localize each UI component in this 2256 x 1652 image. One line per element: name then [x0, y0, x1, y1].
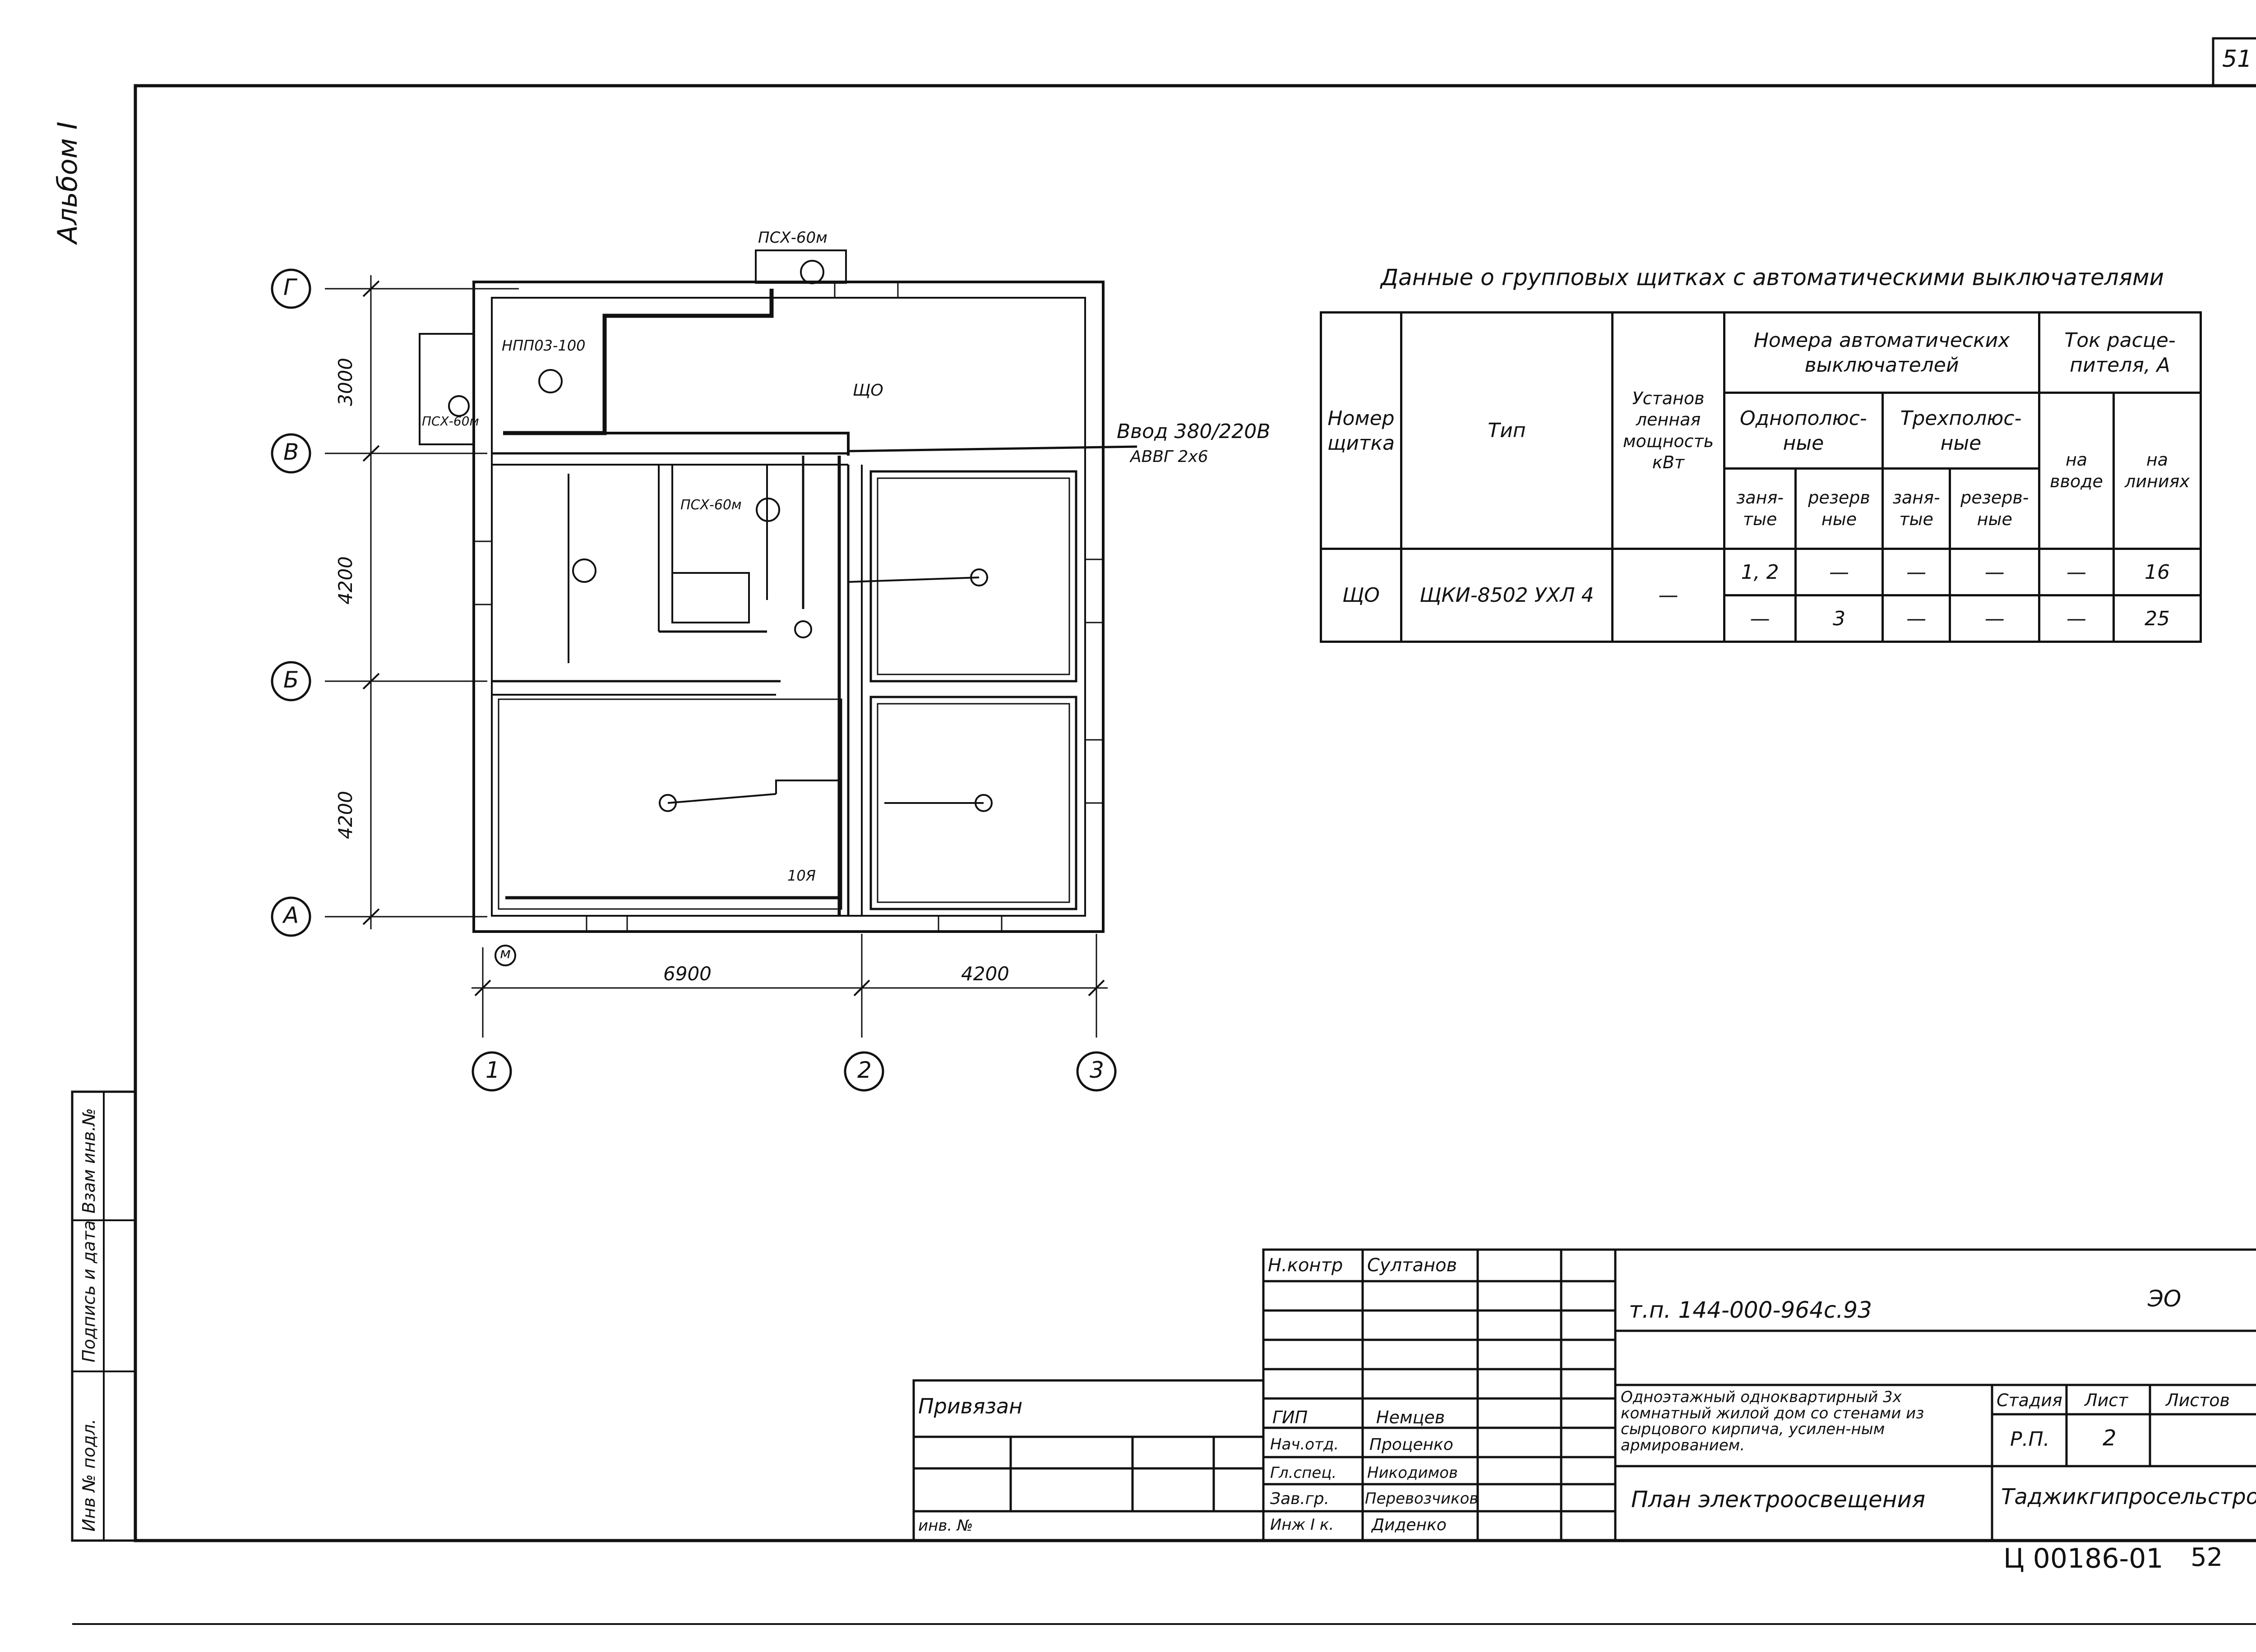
col-breakers: Номера автоматических выключателей — [1723, 311, 2041, 394]
cell-value: — — [2038, 594, 2115, 643]
title-role: Нач.отд. — [1270, 1435, 1339, 1454]
title-privyazan: Привязан — [918, 1394, 1023, 1418]
title-sheet-name: План электроосвещения — [1631, 1486, 1926, 1513]
dimension-horizontal: 6900 — [663, 963, 712, 985]
col-reserve2: резерв- ные — [1949, 467, 2041, 550]
title-mark: ЭО — [2148, 1286, 2182, 1312]
cell-type: ЩКИ-8502 УХЛ 4 — [1400, 548, 1613, 643]
col-reserve: резерв ные — [1794, 467, 1884, 550]
cell-value: — — [1881, 548, 1951, 596]
bottom-code: Ц 00186-01 — [2003, 1543, 2164, 1574]
bottom-page: 52 — [2191, 1543, 2223, 1572]
title-stage: Р.П. — [2010, 1428, 2050, 1451]
psh-top-label: ПСХ-60м — [758, 229, 828, 247]
sheet-number: 51 — [2222, 46, 2252, 73]
title-name: Никодимов — [1367, 1464, 1458, 1482]
cell-value: — — [2038, 548, 2115, 596]
cell-value: — — [1723, 594, 1797, 643]
axis-row-label: Б — [283, 667, 299, 693]
title-name: Перевозчиков — [1365, 1490, 1479, 1508]
axis-col-label: 1 — [485, 1057, 500, 1083]
col-single: Однополюс- ные — [1723, 392, 1884, 470]
axis-col-label: 2 — [857, 1057, 872, 1083]
input-cable-type: АВВГ 2х6 — [1130, 448, 1208, 466]
cell-value: — — [1949, 594, 2041, 643]
lamp-10-label: 10Я — [787, 867, 816, 884]
dimension-horizontal: 4200 — [961, 963, 1009, 985]
title-stage-header: Стадия — [1997, 1390, 2062, 1410]
col-occupied: заня- тые — [1723, 467, 1797, 550]
cell-value: — — [1881, 594, 1951, 643]
col-triple: Трехполюс- ные — [1881, 392, 2041, 470]
title-doc-code: т.п. 144-000-964с.93 — [1629, 1297, 1872, 1323]
title-description: Одноэтажный одноквартирный 3х комнатный … — [1621, 1388, 1924, 1455]
col-current: Ток расце- пителя, А — [2038, 311, 2202, 394]
col-type: Тип — [1400, 311, 1613, 550]
panel-data-table: Номер щитка Тип Установ ленная мощность … — [1320, 311, 2202, 643]
col-number: Номер щитка — [1320, 311, 1402, 550]
title-list: 2 — [2103, 1426, 2117, 1451]
title-list-header: Лист — [2085, 1390, 2128, 1410]
title-name: Султанов — [1367, 1255, 1457, 1276]
title-inv-no: инв. № — [918, 1517, 973, 1535]
panel-table-title: Данные о групповых щитках с автоматическ… — [1381, 264, 2164, 291]
col-at-input: на вводе — [2038, 392, 2115, 550]
title-role: Н.контр — [1268, 1255, 1343, 1276]
meter-label: м — [500, 945, 511, 962]
title-role: Гл.спец. — [1270, 1464, 1337, 1482]
title-organization: Таджикгипросельстрой — [2001, 1484, 2256, 1509]
sheet-number-box — [2212, 37, 2256, 87]
cell-value: 3 — [1794, 594, 1884, 643]
title-name: Проценко — [1369, 1435, 1453, 1454]
cell-value: 1, 2 — [1723, 548, 1797, 596]
title-name: Диденко — [1372, 1516, 1447, 1534]
input-cable-label: Ввод 380/220В — [1117, 420, 1271, 443]
title-name: Немцев — [1376, 1407, 1445, 1427]
axis-col-label: 3 — [1090, 1057, 1104, 1083]
cell-value: 16 — [2112, 548, 2202, 596]
cell-value: — — [1794, 548, 1884, 596]
side-signature-date: Подпись и дата — [79, 1220, 99, 1362]
axis-row-label: А — [283, 902, 299, 928]
title-role: Инж I к. — [1270, 1516, 1334, 1534]
panel-shcho-label: ЩО — [853, 381, 883, 400]
axis-row-label: Г — [283, 274, 296, 300]
cell-value: 25 — [2112, 594, 2202, 643]
title-role: Зав.гр. — [1270, 1490, 1330, 1508]
axis-row-label: В — [283, 439, 299, 465]
title-lists-header: Листов — [2166, 1390, 2230, 1410]
cell-value: — — [1949, 548, 2041, 596]
side-inv-podl: Инв № подл. — [79, 1418, 99, 1532]
col-occupied2: заня- тые — [1881, 467, 1951, 550]
col-on-lines: на линиях — [2112, 392, 2202, 550]
cell-power: — — [1611, 548, 1725, 643]
psh-mid-label: ПСХ-60м — [680, 497, 742, 513]
psh-left-label: ПСХ-60м — [422, 414, 479, 429]
cell-number: ЩО — [1320, 548, 1402, 643]
side-vzam-inv: Взам инв.№ — [79, 1108, 99, 1214]
col-power: Установ ленная мощность кВт — [1611, 311, 1725, 550]
nppoz-label: НПП03-100 — [502, 337, 586, 354]
building-plan — [271, 249, 1137, 1092]
title-role: ГИП — [1272, 1407, 1308, 1427]
